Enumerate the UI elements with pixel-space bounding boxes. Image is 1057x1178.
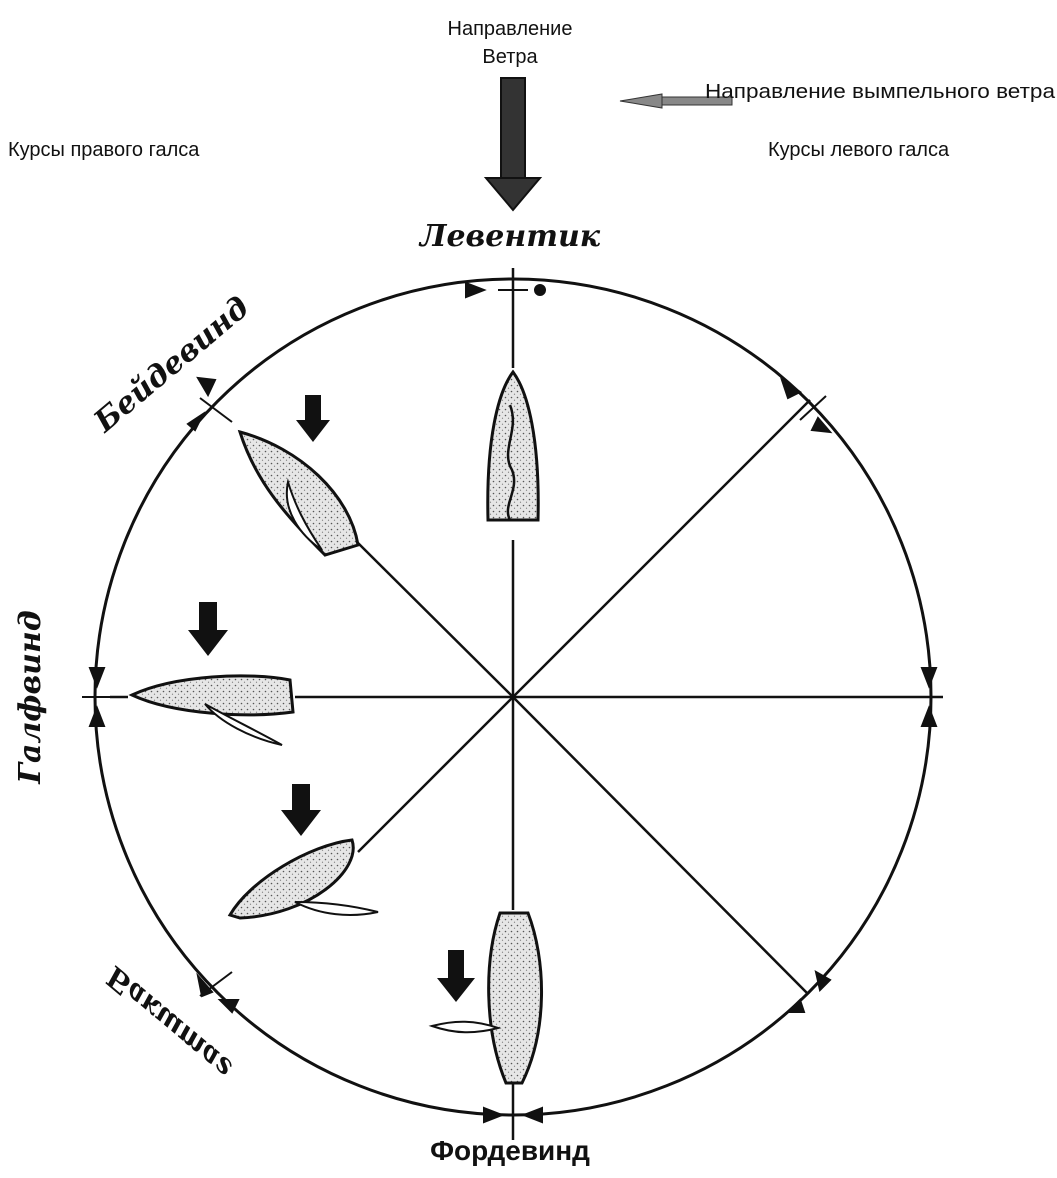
boat-beidevind: [240, 395, 358, 555]
starboard-tack-label: Курсы правого галса: [8, 139, 200, 161]
course-label-galfvind: Галфвинд: [13, 610, 48, 784]
course-line-diag-up-right: [513, 400, 810, 697]
port-tack-label: Курсы левого галса: [768, 139, 950, 161]
boat-bakshtag: [230, 784, 378, 918]
marker-top-right: [535, 285, 545, 295]
arrowhead-bottom-left: [484, 1108, 502, 1122]
arrowhead-lr-1: [816, 972, 830, 990]
boat-galfvind: [132, 602, 293, 745]
arrowhead-ul-1: [198, 378, 215, 395]
wind-arrow-beidevind: [296, 395, 330, 442]
boat-fordevind: [432, 913, 542, 1083]
course-label-fordevind: Фордевинд: [430, 1135, 590, 1166]
wind-arrow-galfvind: [188, 602, 228, 656]
arrowhead-left-lower: [90, 708, 104, 726]
wind-direction-label-line1: Направление: [448, 18, 573, 40]
arrowhead-lr-2: [788, 1000, 804, 1012]
arrowhead-left-upper: [90, 668, 104, 686]
arrowhead-ur-1: [782, 380, 800, 398]
arrowhead-ul-2: [188, 414, 203, 430]
course-label-beidevind: Бейдевинд: [87, 290, 256, 440]
course-line-diag-down-left: [358, 697, 513, 852]
course-label-leventik: Левентик: [418, 219, 601, 254]
wind-arrow-fordevind: [437, 950, 475, 1002]
true-wind-arrow: [486, 78, 540, 210]
arrowhead-bottom-right: [524, 1108, 542, 1122]
apparent-wind-label: Направление вымпельного ветра: [705, 81, 1056, 103]
arrowhead-top-left: [466, 283, 484, 297]
course-line-diag-up-left: [355, 540, 513, 697]
course-line-diag-down-right: [513, 697, 808, 994]
boat-leventik: [488, 372, 538, 520]
arrowhead-right-upper: [922, 668, 936, 686]
course-label-bakshtag: Бакштаг: [98, 959, 238, 1084]
arrowhead-right-lower: [922, 708, 936, 726]
wind-direction-label-line2: Ветра: [482, 46, 538, 68]
wind-arrow-bakshtag: [281, 784, 321, 836]
